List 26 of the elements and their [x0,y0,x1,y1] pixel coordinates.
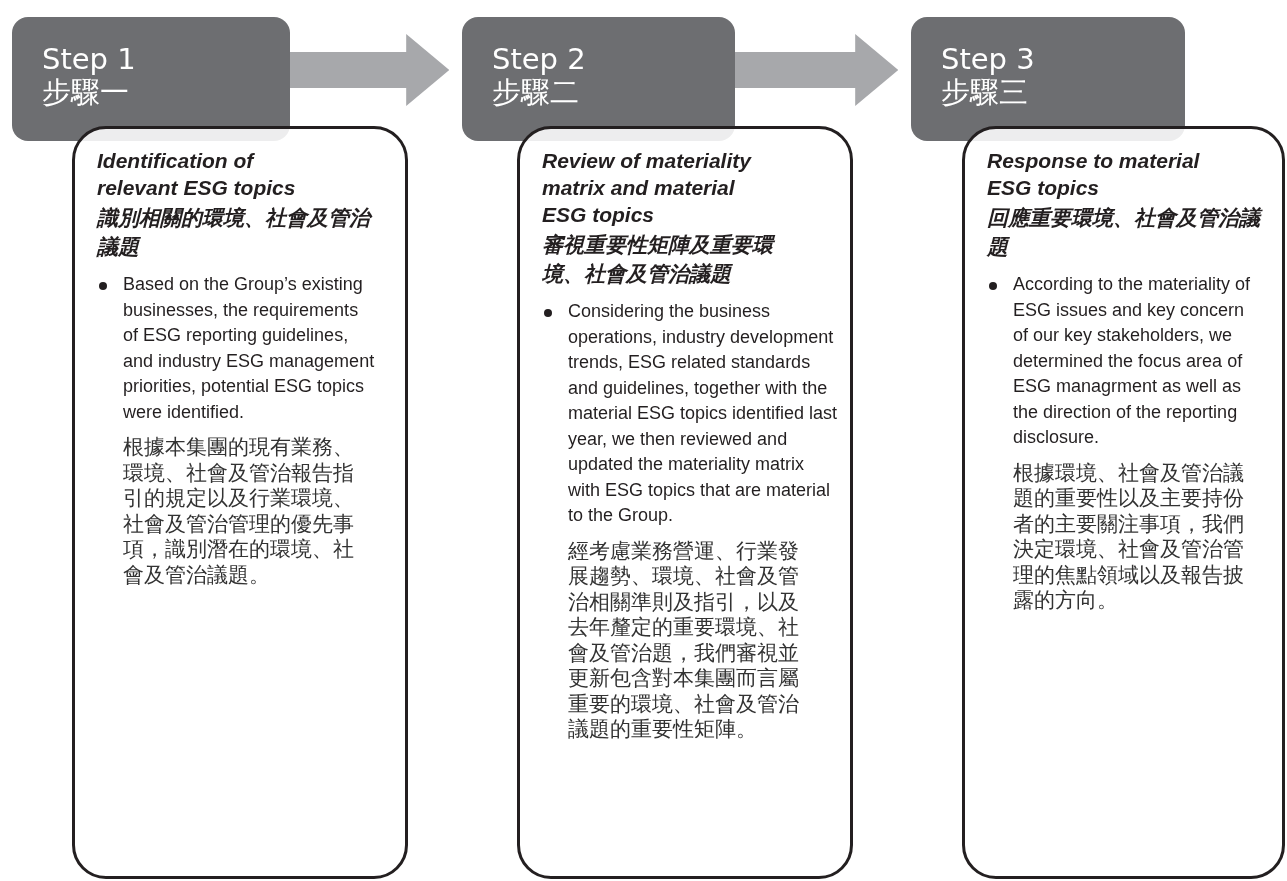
step-label: Step 2 [492,43,586,75]
bullet-text: According to the materiality of ESG issues and key concern of our key stakeholders, we determined the focus area of ESG managrment as well as the direction of the reporting disclosure. [1013,273,1252,449]
step-label: Step 1 [42,43,136,75]
card-heading-chinese: 回應重要環境、社會及管治議題 [987,204,1267,262]
step-card [962,126,1285,879]
bullet-text: Considering the business operations, industry development trends, ESG related standards and guidelines, together with the material ESG topics identified last year, we then reviewed and updated the materiality matrix with ESG topics that are material to the Group. [568,300,838,527]
card-heading: Review of materiality matrix and material ESG topics [542,148,753,228]
step-tab [462,17,735,141]
step-tab [12,17,290,141]
step-tab [911,17,1185,141]
card-body-chinese: 根據本集團的現有業務、環境、社會及管治報告指引的規定以及行業環境、社會及管治管理的優先事項，識別潛在的環境、社會及管治議題。 [123,435,355,588]
card-heading-chinese: 識別相關的環境、社會及管治議題 [97,204,387,262]
bullet-text: Based on the Group’s existing businesses, the requirements of ESG reporting guidelines, and industry ESG management priorities, potential ESG topics were identified. [123,273,376,424]
card-heading: Identification of relevant ESG topics [97,148,297,201]
card-heading-chinese: 審視重要性矩陣及重要環境、社會及管治議題 [542,231,812,289]
block-arrow [290,34,450,106]
step-card [517,126,853,879]
card-heading: Response to material ESG topics [987,148,1201,201]
step-label-chinese: 步驟一 [42,75,129,109]
step-card [72,126,408,879]
step-label-chinese: 步驟二 [492,75,579,109]
card-body-chinese: 經考慮業務營運、行業發展趨勢、環境、社會及管治相關準則及指引，以及去年釐定的重要環境、社會及管治題，我們審視並更新包含對本集團而言屬重要的環境、社會及管治議題的重要性矩陣。 [568,538,800,743]
step-label: Step 3 [941,43,1035,75]
step-label-chinese: 步驟三 [941,75,1028,109]
card-body-chinese: 根據環境、社會及管治議題的重要性以及主要持份者的主要關注事項，我們決定環境、社會及管治管理的焦點領域以及報告披露的方向。 [1013,460,1245,614]
block-arrow [735,34,899,106]
